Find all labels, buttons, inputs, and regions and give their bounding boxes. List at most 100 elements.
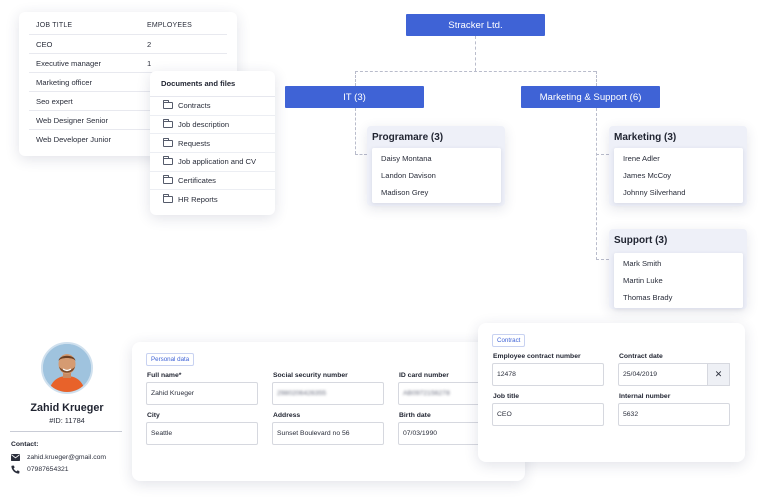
table-row[interactable]: Seo expert [29,92,227,111]
phone-text: 07987654321 [27,466,69,473]
folder-label: Requests [178,138,211,148]
full-name-value: Zahid Krueger [151,390,195,397]
member-list: Irene Adler James McCoy Johnny Silverhan… [614,148,743,203]
city-value: Seattle [151,430,173,437]
id-card-label: ID card number [399,372,449,379]
profile-name: Zahid Krueger [30,402,104,414]
phone-icon [11,465,20,474]
list-item[interactable]: Daisy Montana [381,154,432,163]
address-label: Address [273,412,301,419]
folder-label: Job application and CV [178,157,257,167]
table-row[interactable]: CEO 2 [29,35,227,54]
list-item[interactable]: Mark Smith [623,259,662,268]
member-list: Daisy Montana Landon Davison Madison Gre… [372,148,501,203]
list-item[interactable]: Martin Luke [623,276,663,285]
column-header-employees: EMPLOYEES [147,21,192,29]
org-node-root[interactable]: Stracker Ltd. [406,14,545,36]
birth-date-label: Birth date [399,412,431,419]
job-title-cell: CEO [36,39,53,49]
connector-line [596,108,597,260]
member-list: Mark Smith Martin Luke Thomas Brady [614,253,743,308]
employees-cell: 2 [147,39,152,49]
column-header-job-title: JOB TITLE [36,21,73,29]
org-node-it[interactable]: IT (3) [285,86,424,108]
contract-date-field[interactable]: 25/04/2019 [618,363,708,386]
internal-number-field[interactable]: 5632 [618,403,730,426]
person-avatar-image [43,344,91,392]
connector-line [355,71,596,72]
folder-icon [163,137,173,147]
team-card-marketing[interactable]: Marketing (3) Irene Adler James McCoy Jo… [609,126,747,206]
connector-line [596,259,609,260]
contract-date-value: 25/04/2019 [623,371,658,378]
folder-item-hr-reports[interactable]: HR Reports [150,190,275,209]
list-item[interactable]: Thomas Brady [623,293,673,302]
connector-line [596,154,609,155]
table-row[interactable]: Web Designer Senior [29,111,227,130]
birth-date-value: 07/03/1990 [403,430,438,437]
team-name: Marketing (3) [614,132,677,143]
list-item[interactable]: James McCoy [623,171,672,180]
ssn-field[interactable]: 2980206426355 [272,382,384,405]
folder-icon [163,119,173,129]
internal-number-value: 5632 [623,411,639,418]
contact-label: Contact: [11,441,39,448]
personal-data-tag: Personal data [146,353,195,366]
folder-item-job-application[interactable]: Job application and CV [150,153,275,172]
job-title-value: CEO [497,411,512,418]
job-title-cell: Marketing officer [36,77,92,87]
folder-item-requests[interactable]: Requests [150,134,275,154]
personal-data-card: Personal data Full name* Zahid Krueger S… [132,342,525,481]
table-row[interactable]: Web Developer Junior [29,130,227,149]
id-card-value: AB0972156278 [403,390,450,397]
team-card-programare[interactable]: Programare (3) Daisy Montana Landon Davi… [367,126,505,206]
folder-label: Certificates [178,176,216,186]
contract-tag: Contract [492,334,526,347]
folder-icon [163,100,173,110]
job-title-label: Job title [493,393,520,400]
contract-card: Contract Employee contract number 12478 … [478,323,745,462]
contract-number-label: Employee contract number [493,353,581,360]
folder-icon [163,194,173,204]
contact-phone[interactable]: 07987654321 [11,465,69,474]
folder-label: Contracts [178,101,211,111]
ssn-label: Social security number [273,372,348,379]
list-item[interactable]: Madison Grey [381,188,429,197]
email-text: zahid.krueger@gmail.com [27,454,107,461]
contact-email[interactable]: zahid.krueger@gmail.com [11,454,106,461]
job-title-field[interactable]: CEO [492,403,604,426]
folder-item-job-description[interactable]: Job description [150,116,275,135]
folder-icon [163,175,173,185]
divider [10,431,122,432]
close-icon: ✕ [714,369,723,379]
org-node-marketing-support[interactable]: Marketing & Support (6) [521,86,660,108]
clear-date-button[interactable]: ✕ [708,363,730,386]
list-item[interactable]: Landon Davison [381,171,436,180]
folder-label: Job description [178,120,230,130]
address-value: Sunset Boulevard no 56 [277,430,350,437]
list-item[interactable]: Johnny Silverhand [623,188,686,197]
team-card-support[interactable]: Support (3) Mark Smith Martin Luke Thoma… [609,229,747,309]
city-field[interactable]: Seattle [146,422,258,445]
folder-item-contracts[interactable]: Contracts [150,97,275,116]
table-header: JOB TITLE EMPLOYEES [29,16,227,35]
job-title-cell: Web Developer Junior [36,135,111,144]
list-item[interactable]: Irene Adler [623,154,660,163]
folder-label: HR Reports [178,195,218,205]
connector-line [596,71,597,86]
table-row[interactable]: Marketing officer [29,73,227,92]
address-field[interactable]: Sunset Boulevard no 56 [272,422,384,445]
folder-icon [163,156,173,166]
full-name-field[interactable]: Zahid Krueger [146,382,258,405]
city-label: City [147,412,160,419]
profile-id: #ID: 11784 [49,416,85,425]
folder-item-certificates[interactable]: Certificates [150,172,275,191]
team-name: Support (3) [614,235,668,246]
contract-number-field[interactable]: 12478 [492,363,604,386]
job-title-cell: Seo expert [36,96,73,106]
connector-line [475,36,476,71]
job-title-cell: Web Designer Senior [36,115,109,125]
team-name: Programare (3) [372,132,444,143]
full-name-label: Full name* [147,372,182,379]
